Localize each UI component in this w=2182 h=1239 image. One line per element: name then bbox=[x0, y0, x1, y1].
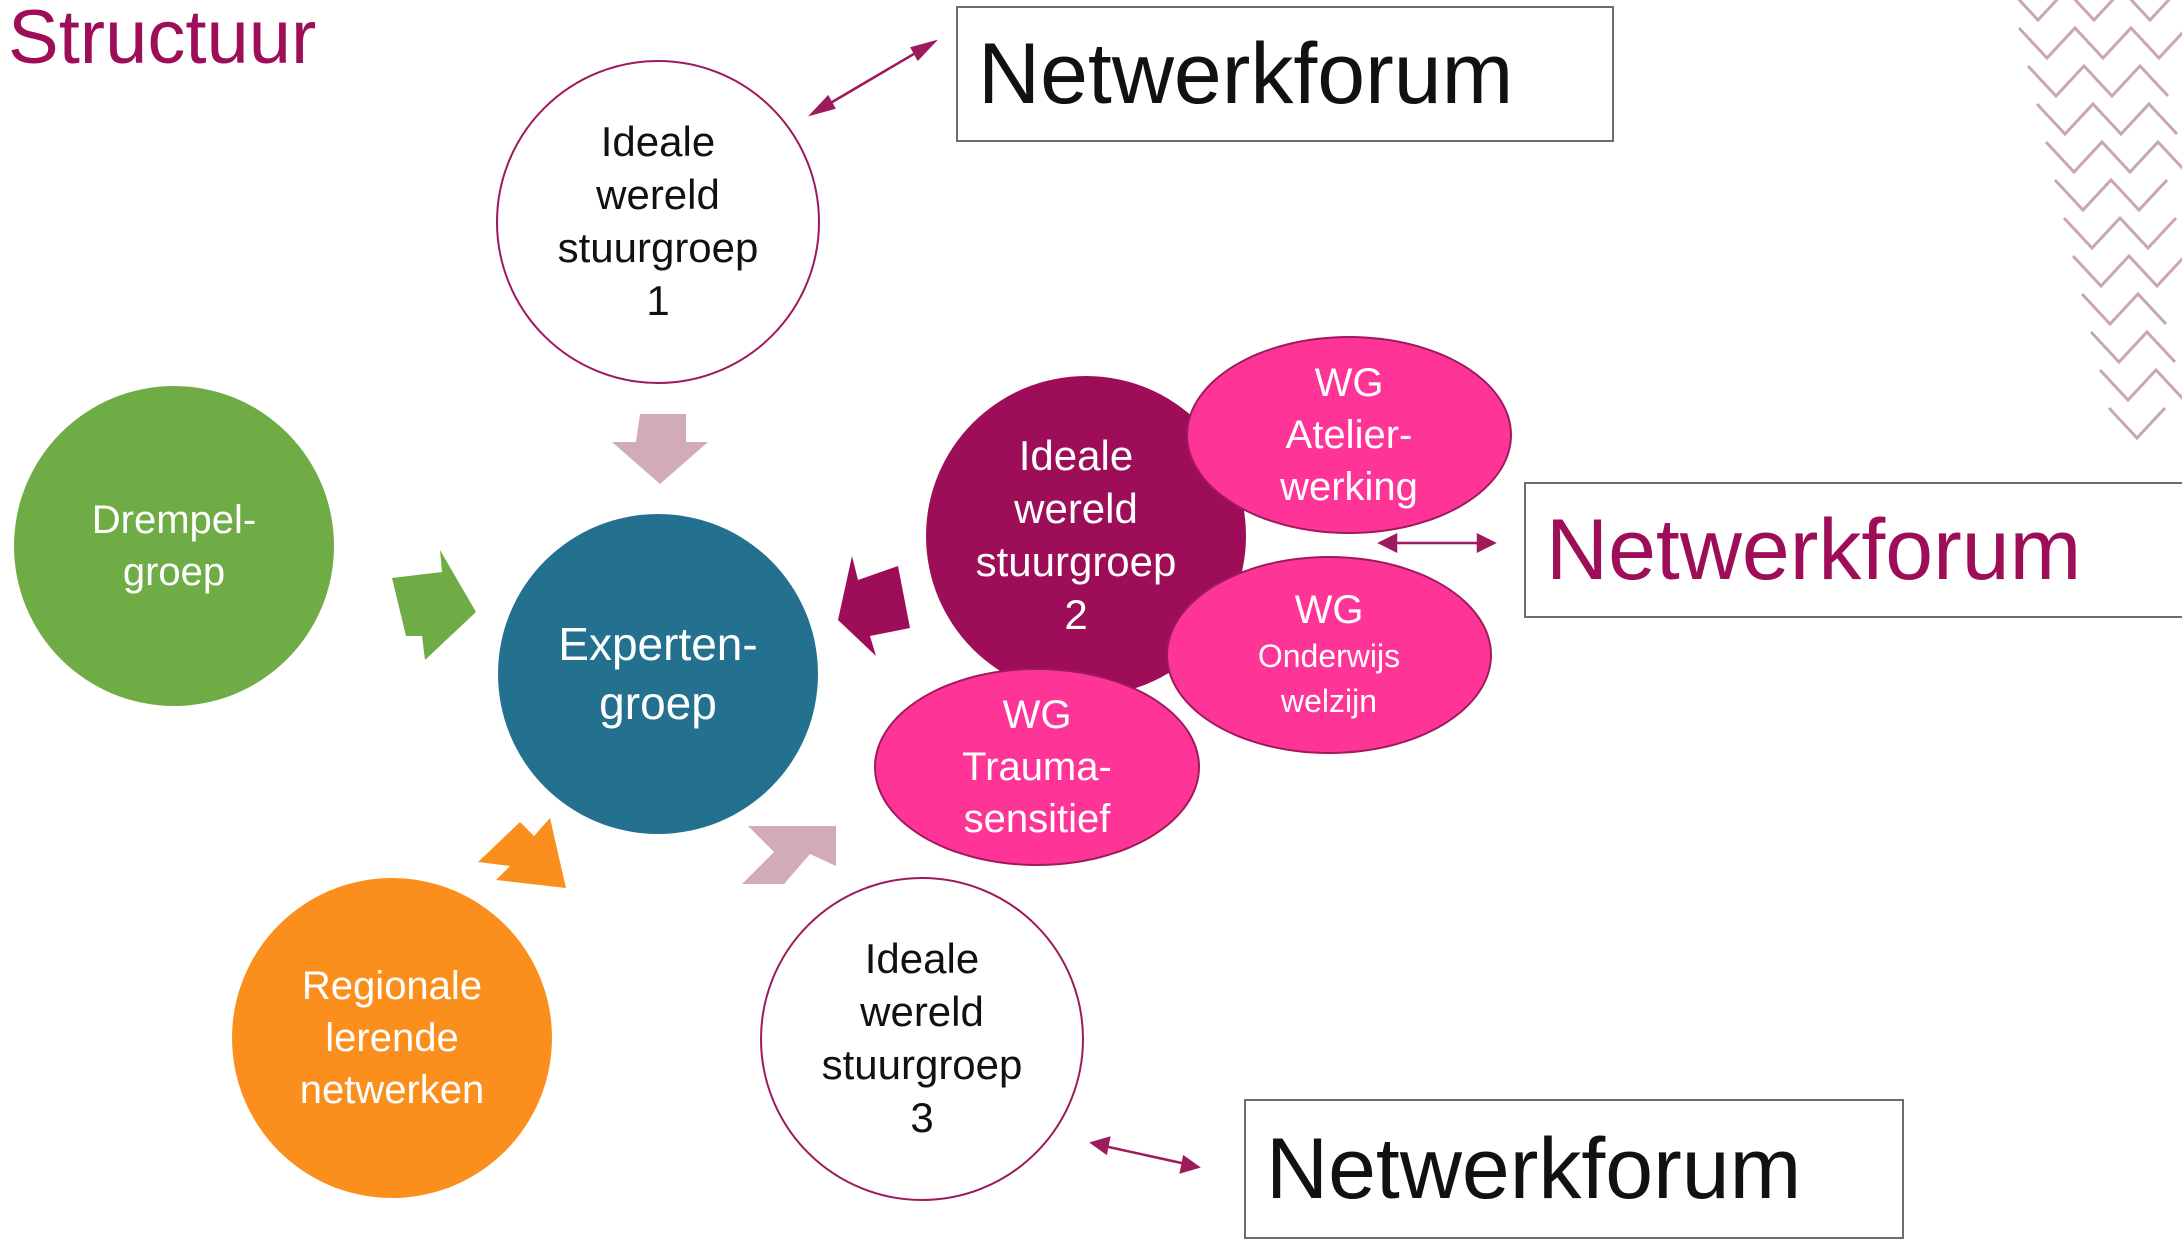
wg-atelier-label: WG Atelier- werking bbox=[1280, 361, 1418, 509]
regionale-circle: Regionale lerende netwerken bbox=[232, 878, 552, 1198]
netwerkforum-label-bottom: Netwerkforum bbox=[1266, 1120, 1802, 1217]
stuurgroep-2-label: Ideale wereld stuurgroep 2 bbox=[975, 432, 1177, 638]
stuurgroep-3-circle: Ideale wereld stuurgroep 3 bbox=[760, 877, 1084, 1201]
zigzag-line bbox=[2053, 177, 2169, 213]
zigzag-line bbox=[2026, 63, 2170, 99]
zigzag-line bbox=[2098, 367, 2182, 403]
zigzag-line bbox=[2062, 215, 2178, 251]
regionale-label: Regionale lerende netwerken bbox=[299, 964, 485, 1112]
zigzag-line bbox=[2017, 0, 2171, 23]
zigzag-line bbox=[2044, 139, 2182, 175]
netwerkforum-box-middle: Netwerkforum bbox=[1524, 482, 2182, 618]
netwerkforum-box-bottom: Netwerkforum bbox=[1244, 1099, 1904, 1239]
netwerkforum-label-middle: Netwerkforum bbox=[1546, 501, 2082, 598]
stuurgroep-1-circle: Ideale wereld stuurgroep 1 bbox=[496, 60, 820, 384]
arrow-from-stuurgroep1 bbox=[612, 414, 708, 484]
zigzag-line bbox=[2035, 101, 2179, 137]
drempelgroep-circle: Drempel- groep bbox=[14, 386, 334, 706]
stuurgroep-3-label: Ideale wereld stuurgroep 3 bbox=[821, 935, 1023, 1141]
wg-trauma-label: WG Trauma- sensitief bbox=[962, 693, 1112, 841]
netwerkforum-box-top: Netwerkforum bbox=[956, 6, 1614, 142]
wg-onderwijs-title: WG bbox=[1294, 588, 1364, 633]
zigzag-line bbox=[2071, 253, 2182, 289]
netwerkforum-label-top: Netwerkforum bbox=[978, 25, 1514, 122]
drempelgroep-label: Drempel- groep bbox=[91, 498, 257, 594]
zigzag-line bbox=[2089, 329, 2177, 365]
wg-onderwijs-ellipse: WG Onderwijs welzijn bbox=[1166, 556, 1492, 754]
expertengroep-circle: Experten- groep bbox=[498, 514, 818, 834]
double-arrow-middle bbox=[1377, 532, 1497, 554]
wg-onderwijs-sub: Onderwijs welzijn bbox=[1257, 638, 1401, 719]
slide-title: Structuur bbox=[8, 0, 317, 80]
arrow-from-stuurgroep3 bbox=[742, 826, 836, 884]
arrow-from-regionale bbox=[478, 818, 566, 888]
zigzag-decoration bbox=[2017, 0, 2182, 441]
double-arrow-bottom bbox=[1089, 1136, 1201, 1174]
arrow-from-drempelgroep bbox=[392, 550, 476, 660]
zigzag-line bbox=[2017, 25, 2182, 61]
zigzag-line bbox=[2107, 406, 2167, 441]
arrow-from-stuurgroep2 bbox=[838, 556, 910, 656]
expertengroep-label: Experten- groep bbox=[558, 618, 758, 729]
wg-atelier-ellipse: WG Atelier- werking bbox=[1186, 336, 1512, 534]
double-arrow-top bbox=[808, 39, 938, 117]
zigzag-line bbox=[2080, 291, 2168, 327]
stuurgroep-1-label: Ideale wereld stuurgroep 1 bbox=[557, 118, 759, 324]
wg-trauma-ellipse: WG Trauma- sensitief bbox=[874, 668, 1200, 866]
